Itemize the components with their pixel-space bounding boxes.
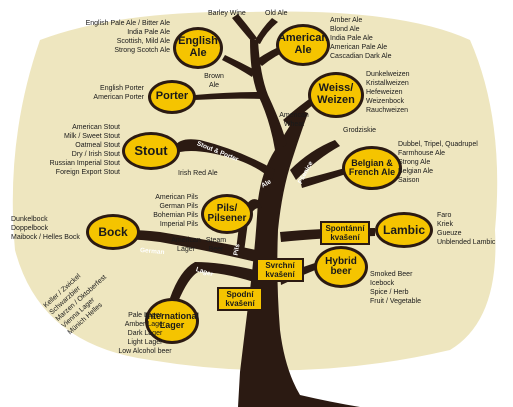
tag-spodni-kvaseni: Spodní kvašení	[217, 287, 263, 311]
branch-top-left	[232, 14, 257, 42]
branch-lager	[170, 262, 255, 302]
node-weiss-weizen: Weiss/ Weizen	[308, 72, 364, 118]
branch-english-ale	[222, 55, 255, 77]
tag-spontanni-kvaseni: Spontánní kvašení	[320, 221, 370, 245]
background-wash	[12, 11, 498, 371]
tree-trunk	[238, 110, 360, 407]
branch-psenice	[290, 140, 340, 180]
tag-svrchni-kvaseni: Svrchní kvašení	[256, 258, 304, 282]
node-belgian-french-ale: Belgian & French Ale	[342, 146, 402, 190]
node-lambic: Lambic	[375, 212, 433, 248]
label-barley-wine: Barley Wine	[208, 10, 246, 17]
label-grodziskie: Grodziskie	[343, 127, 377, 134]
label-irish-red-ale: Irish Red Ale	[178, 170, 218, 177]
node-stout: Stout	[122, 132, 180, 170]
node-international-lager: International Lager	[145, 298, 199, 344]
branch-german	[105, 230, 256, 262]
node-hybrid-beer: Hybrid beer	[314, 246, 368, 288]
branch-top-right	[254, 18, 278, 44]
node-english-ale: English Ale	[173, 27, 223, 69]
branch-porter	[194, 92, 264, 100]
node-bock: Bock	[86, 214, 140, 250]
label-old-ale: Old Ale	[265, 10, 288, 17]
node-pils-pilsener: Pils/ Pilsener	[201, 194, 253, 234]
branch-stout	[175, 139, 275, 180]
node-american-ale: American Ale	[276, 24, 330, 66]
branch-upper	[250, 40, 287, 150]
branch-belgian	[300, 168, 346, 188]
node-porter: Porter	[148, 80, 196, 114]
